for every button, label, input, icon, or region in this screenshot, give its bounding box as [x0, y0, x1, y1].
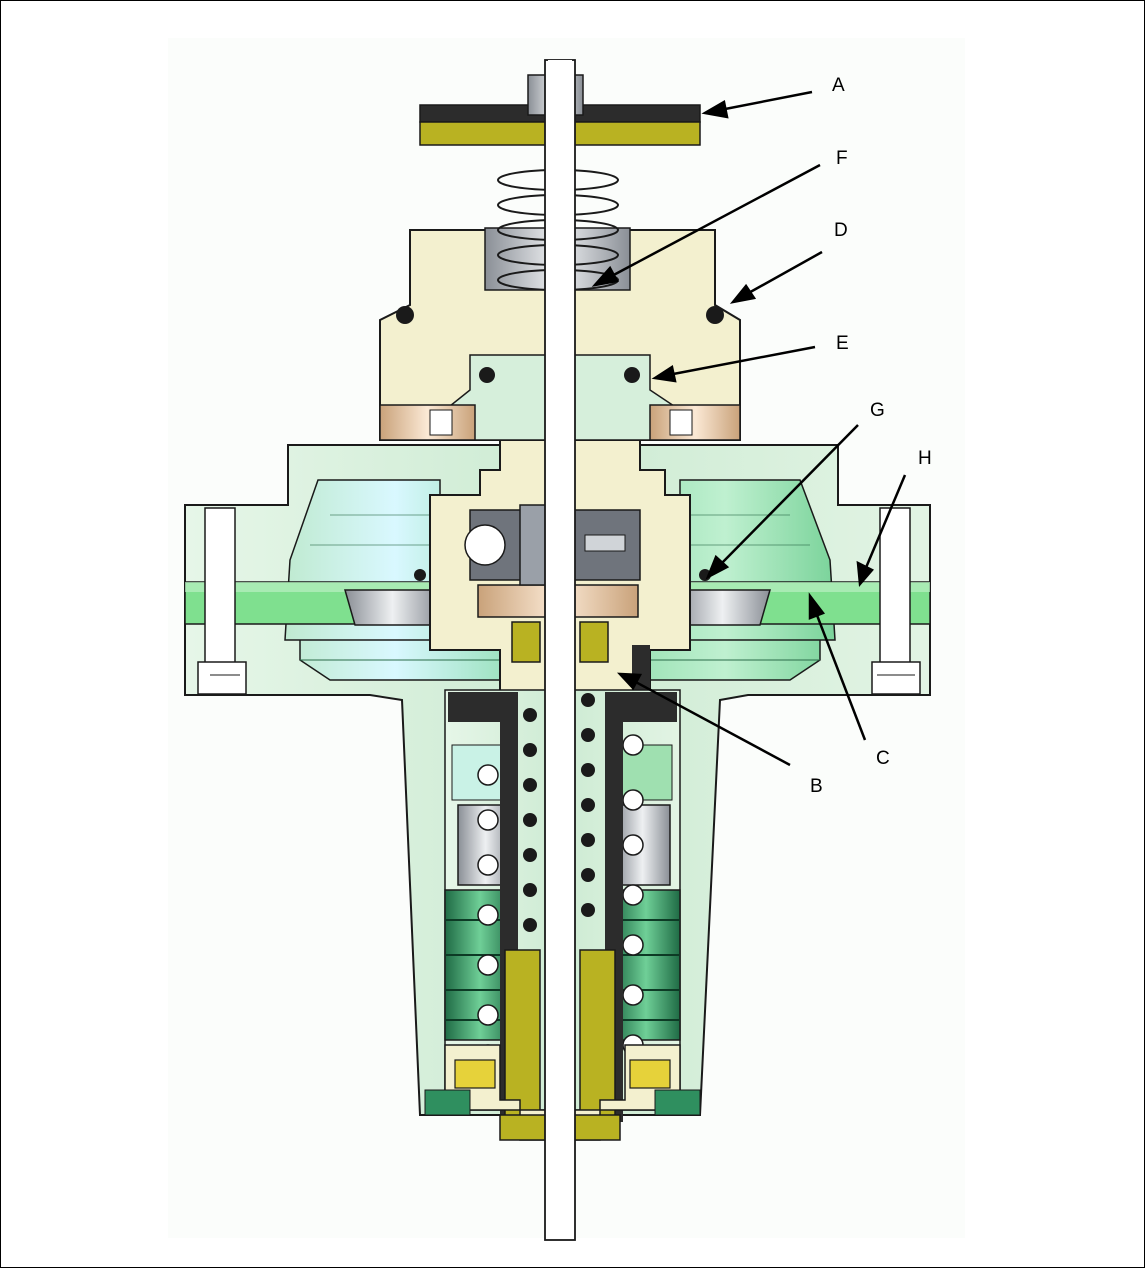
callout-label-c: C	[876, 748, 890, 769]
callout-label-e: E	[836, 333, 849, 354]
central-stem	[544, 59, 576, 1241]
callout-arrows	[591, 90, 907, 767]
callout-label-f: F	[836, 148, 848, 169]
bottom-insert-right	[579, 949, 616, 1121]
callout-label-h: H	[918, 448, 932, 469]
callout-label-g: G	[870, 400, 885, 421]
valve-ball	[464, 524, 506, 566]
main-spring-right	[611, 889, 681, 1041]
side-bolt-right	[871, 507, 921, 695]
callout-label-b: B	[810, 776, 823, 797]
spring-coils	[477, 734, 644, 1066]
bottom-insert-left	[504, 949, 541, 1121]
seal-d	[706, 306, 724, 324]
side-bolt-left	[197, 507, 247, 695]
callout-label-d: D	[834, 220, 848, 241]
callout-label-a: A	[832, 75, 845, 96]
